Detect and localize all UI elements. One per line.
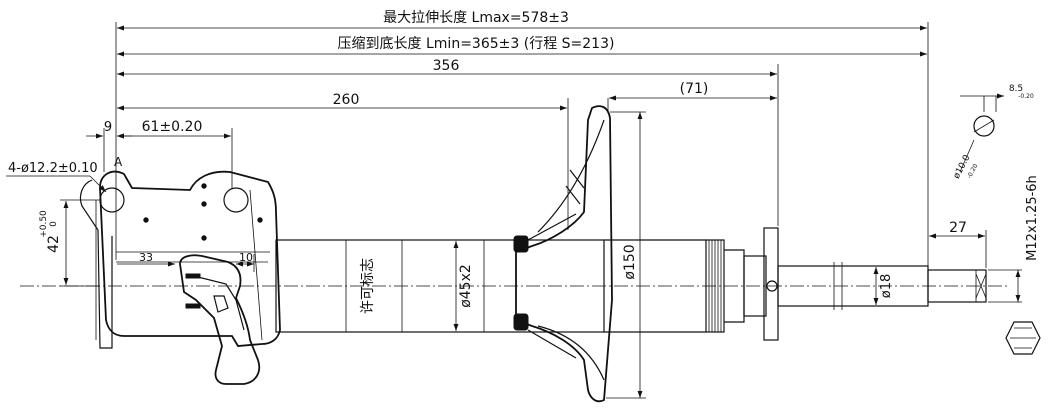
damper-tube [275,239,767,333]
bolt-hole [223,187,249,213]
dim-8-5-tol: -0.20 [1018,93,1034,100]
dim-33: 33 [139,251,153,264]
label-a: A [114,155,123,169]
dim-27: 27 [949,220,967,236]
dim-71: (71) [680,81,709,97]
detail-view [959,93,1004,173]
mounting-bracket [79,170,281,385]
bolt-hole [99,187,125,213]
holes-label: 4-ø12.2±0.10 [8,161,98,176]
top-plate-and-rod [763,227,1041,355]
thread-label: M12x1.25-6h [1025,175,1040,261]
dim-260: 260 [333,92,360,108]
dim-dia45: ø45x2 [458,264,474,308]
dim-9: 9 [104,120,112,135]
dim-42-tol-lower: 0 [49,221,59,227]
dim-dia150: ø150 [622,244,638,279]
dim-42: 42 [46,235,62,253]
lmax-label: 最大拉伸长度 Lmax=578±3 [383,10,569,26]
spring-seat [513,105,613,403]
lmin-label: 压缩到底长度 Lmin=365±3 (行程 S=213) [338,36,615,52]
dim-10: 10 [239,251,253,264]
dim-61: 61±0.20 [142,119,203,135]
label-text: 许可标志 [360,258,376,314]
dim-dia18: ø18 [879,274,894,299]
dim-8-5: 8.5 [1009,84,1023,94]
dim-356: 356 [433,58,460,74]
hex-nut [1005,321,1041,355]
dim-42-tol-upper: +0.50 [39,210,49,238]
knurl-lines [708,240,722,332]
